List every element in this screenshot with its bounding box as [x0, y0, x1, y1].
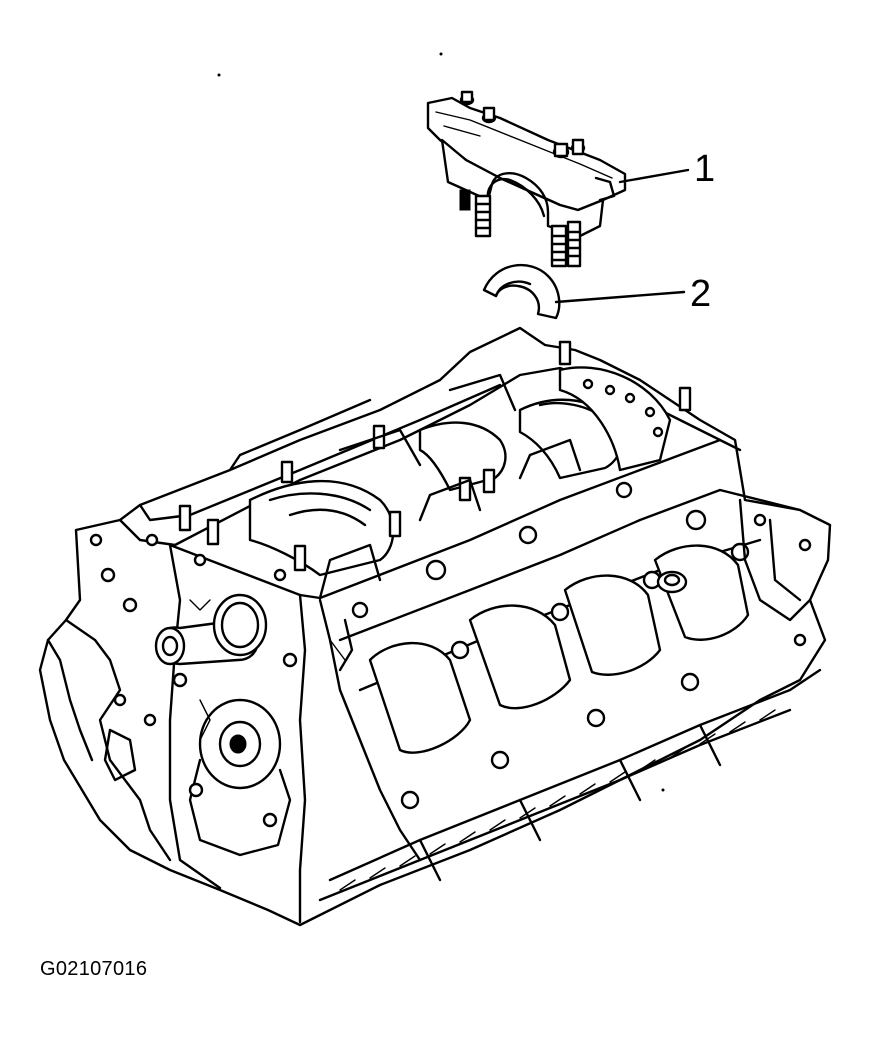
bulkhead-bolts	[178, 340, 692, 572]
engine-block	[38, 326, 832, 927]
callout-1-leader	[618, 168, 690, 184]
figure-id-label: G02107016	[40, 958, 148, 980]
main-bearing-half	[482, 263, 561, 320]
callout-2-number: 2	[690, 273, 712, 315]
main-bearing-cap	[426, 90, 627, 268]
callout-2-leader	[554, 290, 686, 304]
callout-1-number: 1	[694, 148, 716, 190]
